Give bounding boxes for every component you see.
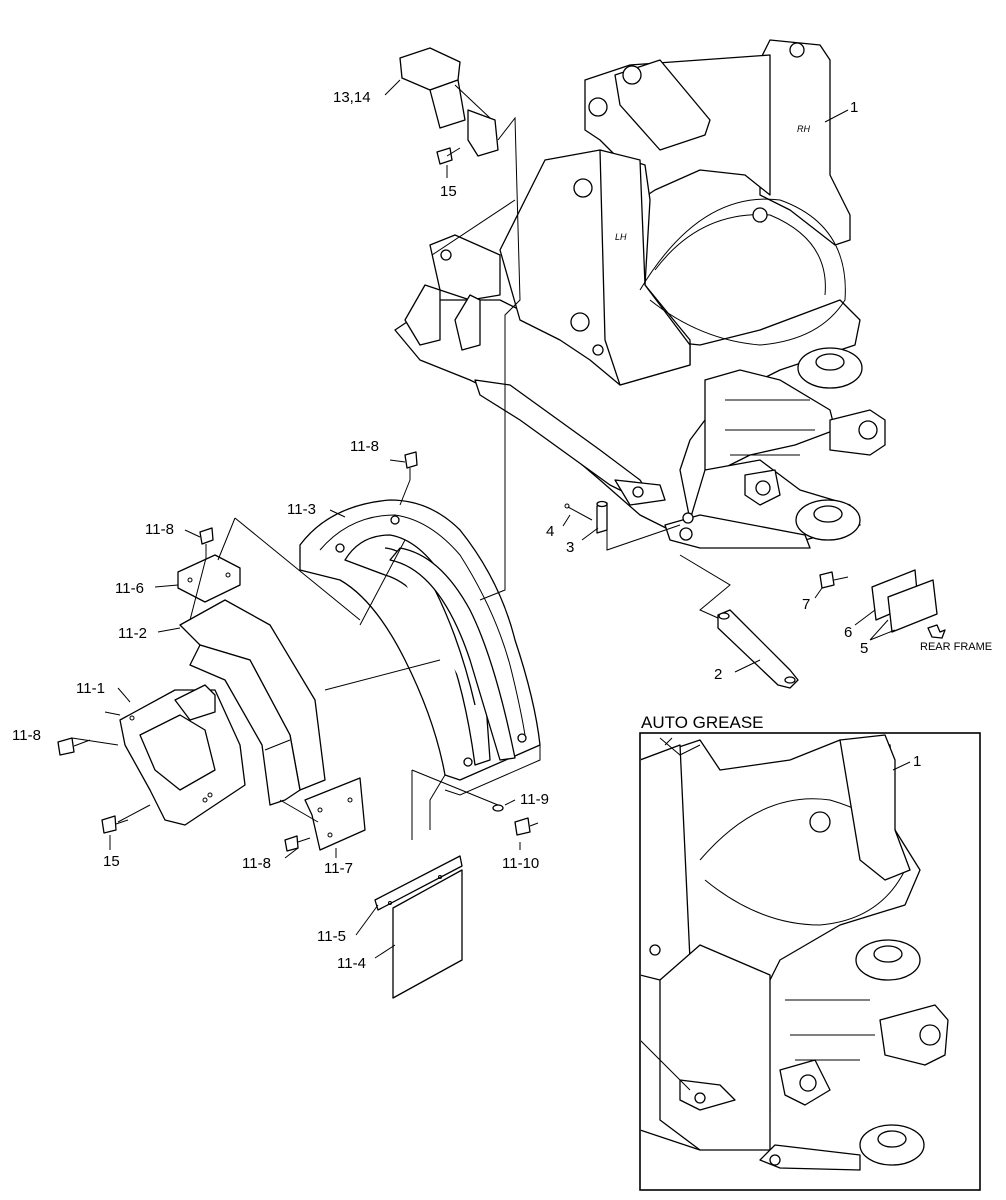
- bolt-15-top: [436, 147, 461, 165]
- auto-grease-inset: [639, 732, 981, 1191]
- lh-mark: LH: [615, 232, 627, 242]
- label-part-15-bottom: 15: [103, 853, 120, 870]
- label-part-1: 1: [850, 99, 858, 116]
- label-inset-part-1: 1: [913, 753, 921, 770]
- label-rear-frame: REAR FRAME: [920, 641, 992, 653]
- label-part-11-5: 11-5: [317, 928, 346, 945]
- label-part-11-10: 11-10: [502, 855, 539, 872]
- label-part-11-8-c: 11-8: [12, 727, 41, 744]
- label-part-11-4: 11-4: [337, 955, 366, 972]
- fender-11-3: [299, 499, 541, 830]
- inset-frame-detail: [641, 734, 949, 1171]
- label-part-11-9: 11-9: [520, 791, 549, 808]
- front-frame: RH LH: [394, 39, 886, 549]
- pin-3: [596, 500, 608, 534]
- bracket-11-2: [179, 599, 326, 806]
- label-part-15-top: 15: [440, 183, 457, 200]
- bolt-11-8-upper-left: [199, 527, 214, 558]
- label-part-3: 3: [566, 539, 574, 556]
- label-auto-grease: AUTO GREASE: [641, 713, 764, 732]
- label-part-11-8-d: 11-8: [242, 855, 271, 872]
- bolt-11-10: [514, 817, 539, 836]
- bolt-15-bottom: [101, 815, 129, 834]
- washer-11-9: [492, 804, 504, 812]
- label-part-11-2: 11-2: [118, 625, 147, 642]
- label-part-11-8-a: 11-8: [350, 438, 379, 455]
- bolt-11-8-top: [404, 451, 418, 480]
- inset-border: [639, 732, 981, 1191]
- plate-5: [887, 579, 938, 633]
- label-part-11-6: 11-6: [115, 580, 144, 597]
- bracket-11-7: [304, 777, 366, 851]
- rh-mark: RH: [797, 124, 810, 134]
- rear-frame-arrow: [927, 624, 946, 639]
- label-part-6: 6: [844, 624, 852, 641]
- bolt-7: [819, 571, 849, 589]
- label-part-5: 5: [860, 640, 868, 657]
- label-part-11-8-b: 11-8: [145, 521, 174, 538]
- bolt-11-8-left: [57, 737, 91, 756]
- link-2: [717, 609, 799, 689]
- label-part-7: 7: [802, 596, 810, 613]
- label-part-11-1: 11-1: [76, 680, 105, 697]
- plate-11-6: [177, 554, 241, 603]
- label-part-11-7: 11-7: [324, 860, 353, 877]
- bracket-11-1: [119, 684, 246, 826]
- label-part-2: 2: [714, 666, 722, 683]
- label-part-13-14: 13,14: [333, 89, 371, 106]
- pin-4: [564, 503, 593, 521]
- label-part-4: 4: [546, 523, 554, 540]
- mud-flap-11-4: [392, 869, 463, 999]
- bracket-13-14: [399, 47, 499, 157]
- label-part-11-3: 11-3: [287, 501, 316, 518]
- leader-lines: [71, 79, 896, 959]
